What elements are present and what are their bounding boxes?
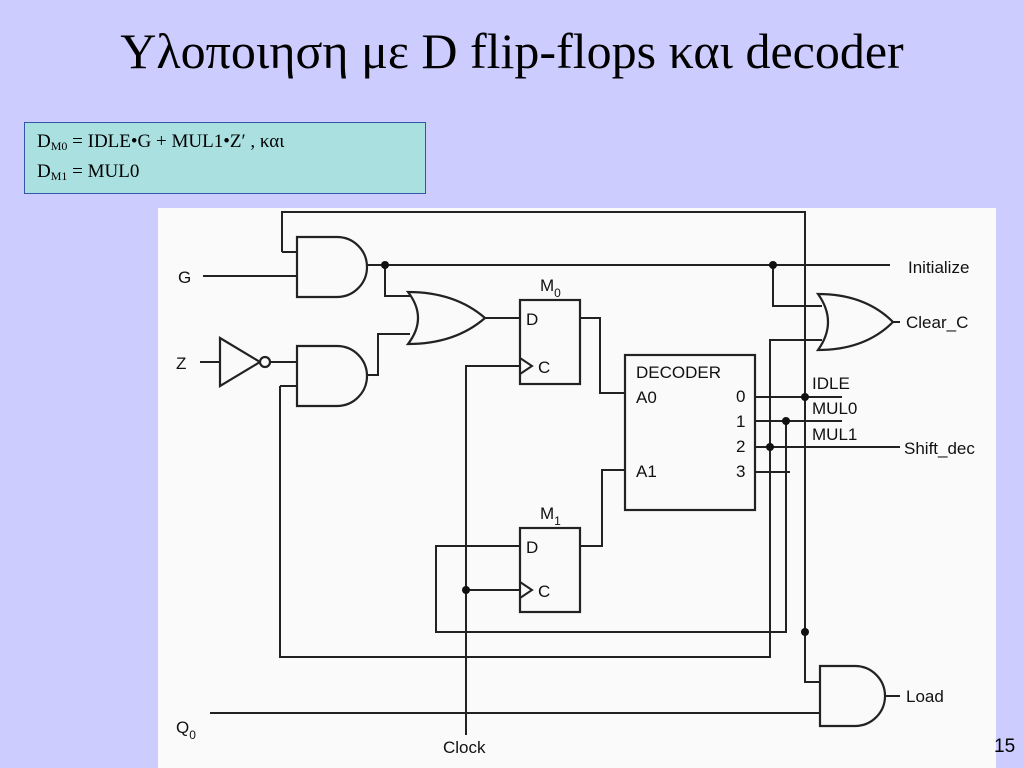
output-initialize-label: Initialize bbox=[908, 258, 969, 277]
page-number: 15 bbox=[994, 736, 1016, 757]
m1-d-label: D bbox=[526, 538, 538, 557]
or-gate-2 bbox=[815, 292, 895, 352]
decoder-out-1-label: 1 bbox=[736, 412, 745, 431]
state-label-idle: IDLE bbox=[812, 374, 850, 393]
output-load-label: Load bbox=[906, 687, 944, 706]
equation-box: DM0 = IDLE•G + MUL1•Z′ , και DM1 = MUL0 bbox=[24, 122, 426, 194]
input-z-label: Z bbox=[176, 354, 186, 373]
slide-title: Υλοποιηση με D flip-flops και decoder bbox=[120, 23, 904, 79]
m0-d-label: D bbox=[526, 310, 538, 329]
decoder-a0-label: A0 bbox=[636, 388, 657, 407]
m0-name-label: M0 bbox=[540, 276, 561, 300]
decoder-out-0-label: 0 bbox=[736, 387, 745, 406]
equation-dm1: DM1 = MUL0 bbox=[37, 161, 140, 183]
inverter-z bbox=[218, 336, 272, 388]
output-clear-c-label: Clear_C bbox=[906, 313, 968, 332]
decoder-a1-label: A1 bbox=[636, 462, 657, 481]
junction-dots bbox=[381, 261, 809, 636]
or-gate-1 bbox=[405, 290, 487, 346]
decoder-out-2-label: 2 bbox=[736, 437, 745, 456]
decoder-out-3-label: 3 bbox=[736, 462, 745, 481]
decoder-title: DECODER bbox=[636, 363, 721, 382]
and-gate-3 bbox=[818, 664, 887, 728]
and-gate-1 bbox=[295, 235, 369, 299]
state-label-mul0: MUL0 bbox=[812, 399, 857, 418]
flipflop-m1 bbox=[518, 526, 582, 614]
m0-c-label: C bbox=[538, 358, 550, 377]
input-g-label: G bbox=[178, 268, 191, 287]
m1-name-label: M1 bbox=[540, 504, 561, 528]
wires bbox=[200, 211, 900, 735]
and-gate-2 bbox=[295, 344, 369, 408]
circuit-diagram: G Z Q0 Clock M0 D C M1 D C DECODER A0 A1… bbox=[176, 211, 975, 757]
input-q0-label: Q0 bbox=[176, 718, 196, 742]
output-shift-dec-label: Shift_dec bbox=[904, 439, 975, 458]
flipflop-m0 bbox=[518, 298, 582, 386]
state-label-mul1: MUL1 bbox=[812, 425, 857, 444]
clock-label: Clock bbox=[443, 738, 486, 757]
m1-c-label: C bbox=[538, 582, 550, 601]
circuit-figure: G Z Q0 Clock M0 D C M1 D C DECODER A0 A1… bbox=[158, 208, 996, 768]
equation-dm0: DM0 = IDLE•G + MUL1•Z′ , και bbox=[37, 131, 285, 153]
decoder-block bbox=[623, 353, 757, 512]
